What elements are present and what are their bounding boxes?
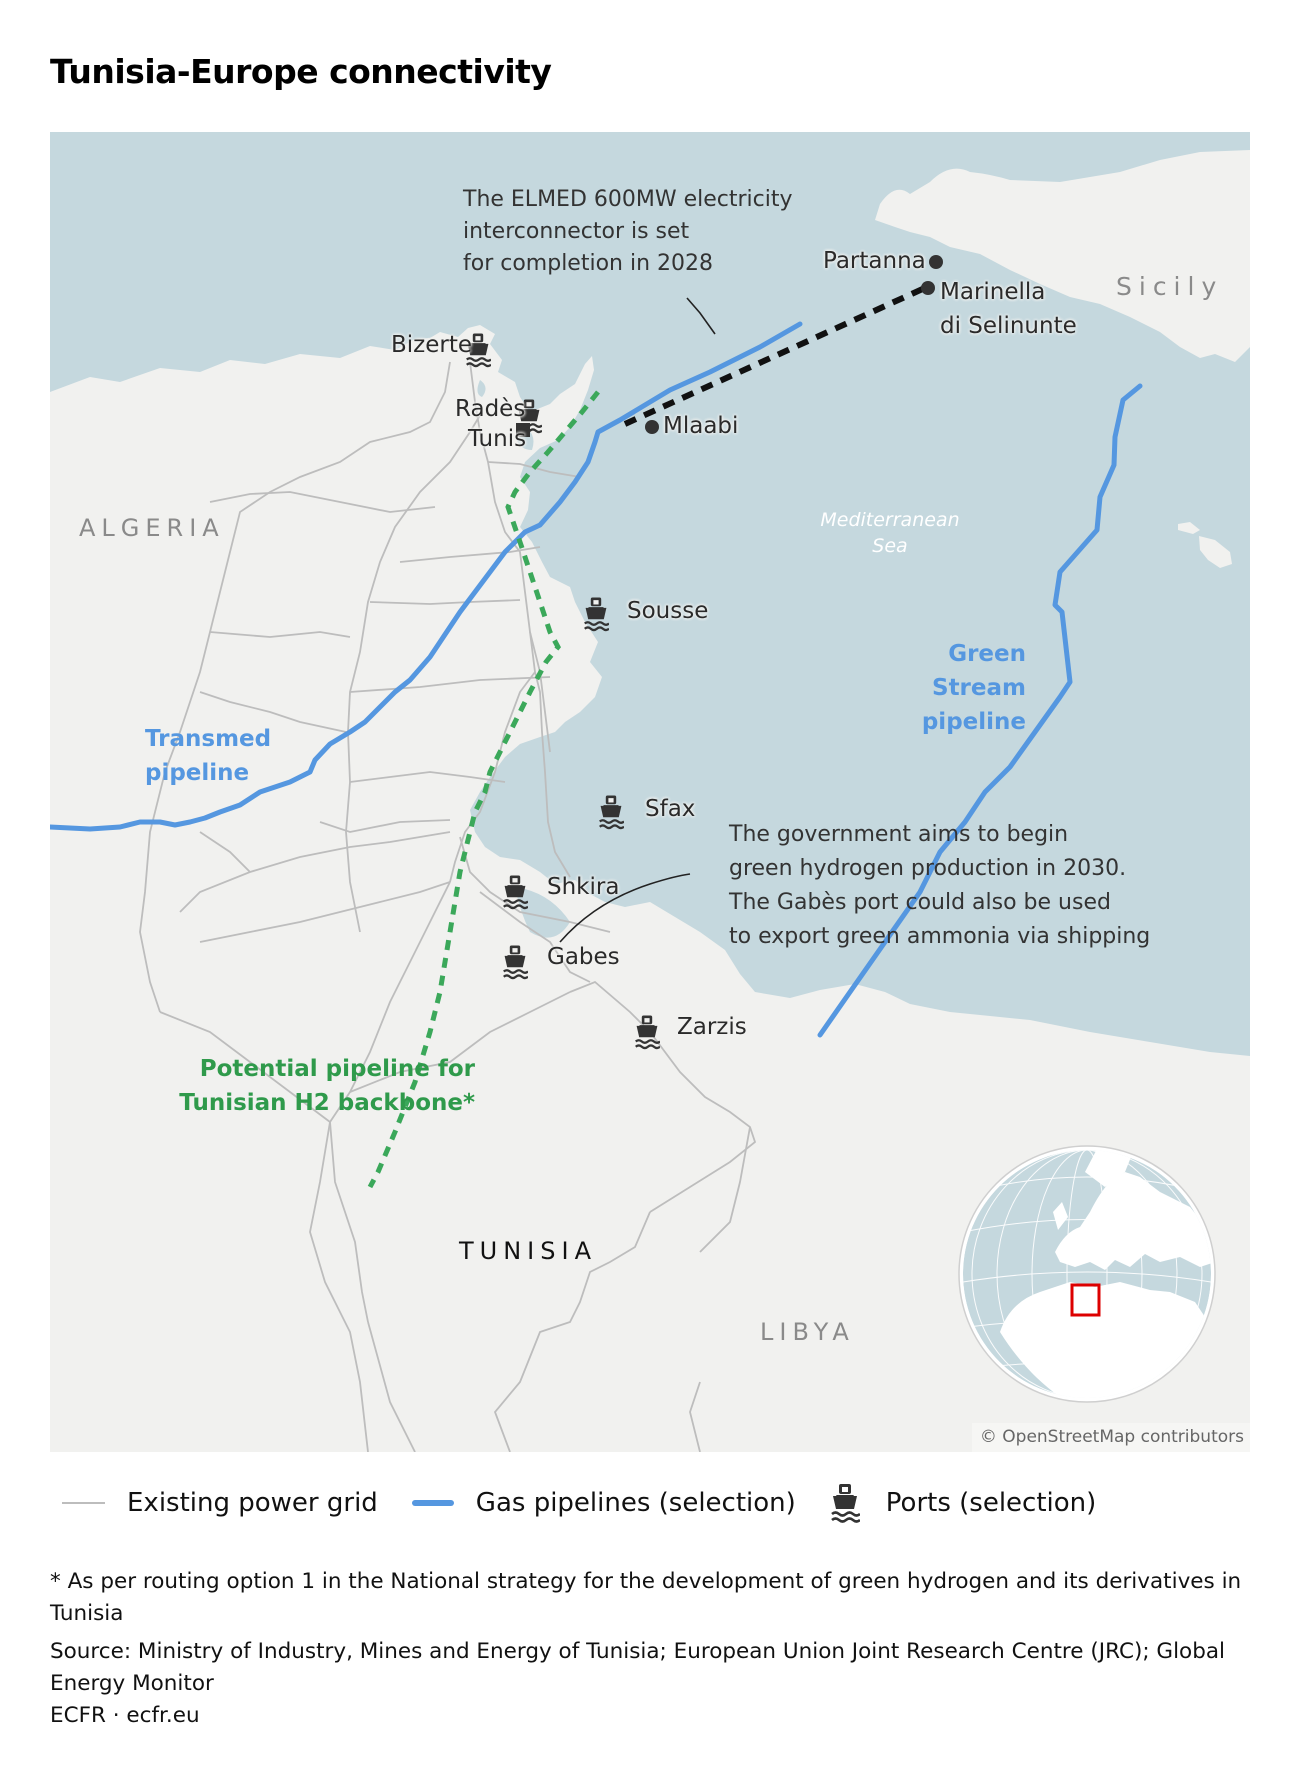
partanna-dot (929, 255, 943, 269)
green-stream-label: Green Stream pipeline (921, 641, 1026, 735)
legend: Existing power grid Gas pipelines (selec… (50, 1480, 1130, 1526)
elmed-annotation: The ELMED 600MW electricity interconnect… (463, 187, 793, 276)
port-label-bizerte[interactable]: Bizerte (391, 332, 473, 358)
h2-backbone-pipeline (367, 390, 600, 1189)
legend-item-ports: Ports (selection) (830, 1481, 1096, 1525)
legend-item-power-grid: Existing power grid (50, 1488, 378, 1518)
mlaabi-dot (645, 420, 659, 434)
port-label-sousse[interactable]: Sousse (627, 598, 709, 624)
grid-line-swatch-icon (62, 1502, 105, 1504)
label-tunisia: TUNISIA (459, 1237, 597, 1265)
place-label-tunis[interactable]: Tunis (468, 426, 527, 452)
credit-link[interactable]: ECFR · ecfr.eu (50, 1703, 200, 1728)
port-label-sfax[interactable]: Sfax (645, 796, 696, 822)
page-title: Tunisia-Europe connectivity (50, 52, 552, 91)
port-label-gabes[interactable]: Gabes (547, 944, 620, 970)
label-sicily: Sicily (1116, 272, 1224, 301)
attribution[interactable]: © OpenStreetMap contributors (971, 1423, 1250, 1452)
globe-locator (958, 1145, 1216, 1403)
land-north-africa (50, 325, 1250, 1452)
place-label-partanna[interactable]: Partanna (823, 248, 926, 274)
source-note: Source: Ministry of Industry, Mines and … (50, 1639, 1226, 1696)
label-mediterranean-sea: Mediterranean Sea (820, 509, 960, 557)
place-label-mlaabi[interactable]: Mlaabi (663, 413, 739, 439)
marinella-dot (921, 281, 935, 295)
label-algeria: ALGERIA (79, 514, 225, 542)
place-label-marinella[interactable]: Marinella di Selinunte (940, 279, 1077, 339)
transmed-pipeline (50, 321, 803, 832)
gas-line-swatch-icon (411, 1500, 454, 1506)
footnote-asterisk: * As per routing option 1 in the Nationa… (50, 1569, 1242, 1626)
ship-port-icon (830, 1484, 860, 1523)
map[interactable]: ALGERIA TUNISIA LIBYA Sicily Mediterrane… (50, 132, 1250, 1452)
legend-item-gas-pipelines: Gas pipelines (selection) (411, 1488, 796, 1518)
port-label-rades[interactable]: Radès (455, 396, 526, 422)
map-canvas (50, 150, 1250, 1452)
h2-backbone-label: Potential pipeline for Tunisian H2 backb… (179, 1056, 475, 1116)
port-label-shkira[interactable]: Shkira (547, 874, 620, 900)
green-stream-pipeline (817, 383, 1143, 1038)
land-sicily (875, 150, 1250, 362)
label-libya: LIBYA (760, 1318, 855, 1346)
port-label-zarzis[interactable]: Zarzis (677, 1014, 747, 1040)
locator-box (1070, 1283, 1101, 1317)
elmed-interconnector (623, 284, 929, 427)
hydrogen-annotation: The government aims to begin green hydro… (729, 822, 1151, 949)
transmed-label: Transmed pipeline (145, 726, 272, 786)
